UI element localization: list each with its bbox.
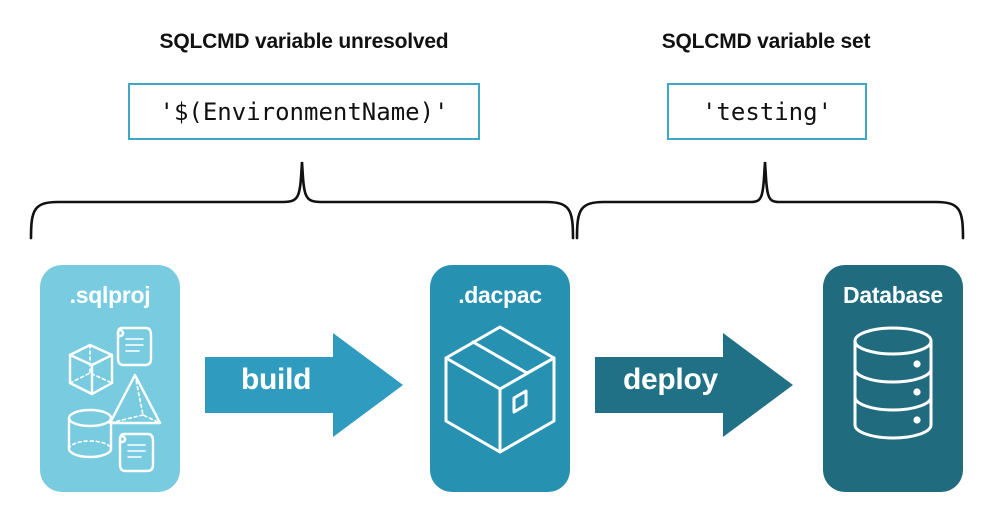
project-shapes-icon [67, 326, 162, 473]
brace-set [575, 161, 965, 240]
package-box-icon [444, 325, 556, 454]
card-database-label: Database [843, 282, 943, 308]
brace-unresolved [29, 161, 575, 240]
arrow-deploy [595, 333, 793, 437]
value-box-environment-name: '$(EnvironmentName)' [128, 83, 480, 140]
card-dacpac: .dacpac [430, 265, 570, 492]
arrow-build [205, 333, 403, 437]
card-database: Database [823, 265, 963, 492]
card-sqlproj-label: .sqlproj [69, 282, 151, 308]
database-cylinder-icon [853, 326, 933, 440]
arrow-deploy-label: deploy [623, 363, 718, 396]
heading-sqlcmd-variable-unresolved: SQLCMD variable unresolved [159, 30, 449, 53]
value-box-testing: 'testing' [667, 83, 867, 140]
card-sqlproj: .sqlproj [40, 265, 180, 492]
heading-sqlcmd-variable-set: SQLCMD variable set [661, 30, 871, 53]
arrow-build-label: build [241, 363, 312, 396]
card-dacpac-label: .dacpac [458, 282, 542, 308]
